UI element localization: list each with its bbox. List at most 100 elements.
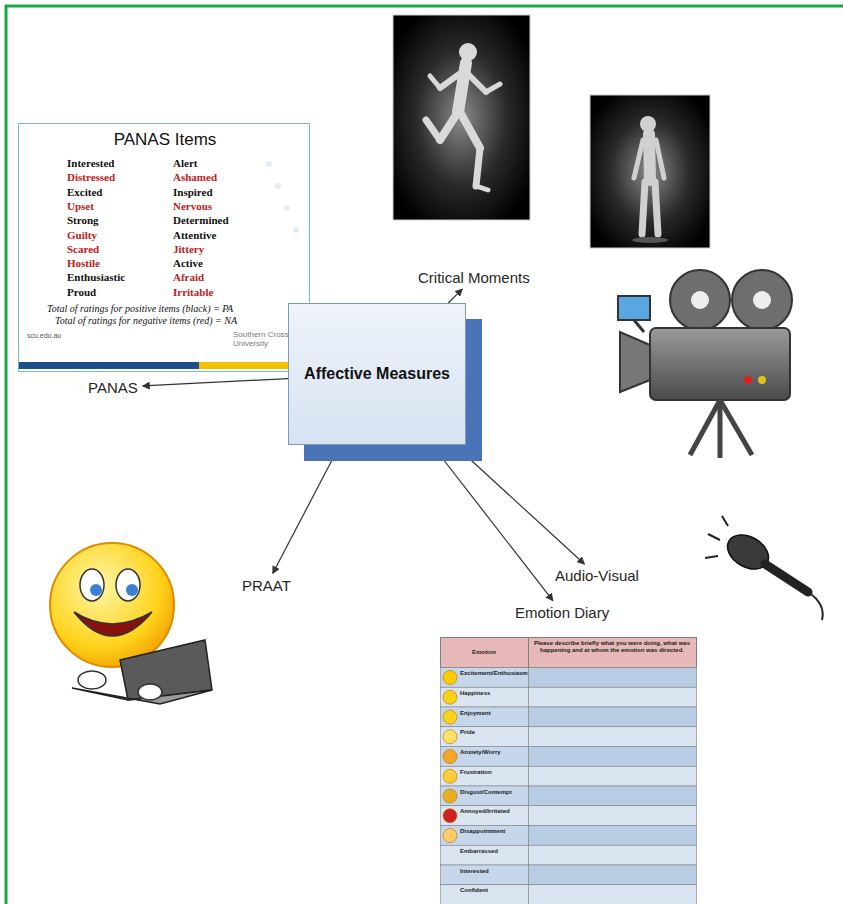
diary-cell <box>529 865 697 885</box>
slide-text: Excited <box>67 186 102 198</box>
running-mannequin-part-part <box>426 120 440 140</box>
standing-mannequin-part-part <box>656 140 664 178</box>
running-mannequin-part-part <box>440 112 458 140</box>
running-mannequin-part-part <box>466 72 486 92</box>
table-cell: Frustration <box>460 769 526 776</box>
slide-text: Irritable <box>173 286 213 298</box>
slide-stripe <box>19 362 199 369</box>
movie-camera-part <box>650 328 790 400</box>
movie-camera-part <box>744 376 752 384</box>
table-cell: Please describe briefly what you were do… <box>532 640 692 654</box>
running-mannequin-part-part <box>440 72 462 88</box>
standing-mannequin-part-part <box>634 140 643 178</box>
table-cell: Disappointment <box>460 828 526 835</box>
slide-text: Total of ratings for positive items (bla… <box>47 303 233 314</box>
node-label: PANAS <box>88 379 138 396</box>
measure-label: Audio-Visual <box>553 566 641 585</box>
slide-text: Ashamed <box>173 171 217 183</box>
diary-cell <box>441 687 529 707</box>
table-cell: Happiness <box>460 690 526 697</box>
microphone-part <box>765 564 808 592</box>
running-mannequin-part <box>393 15 530 220</box>
diary-cell <box>529 786 697 806</box>
node-label: PRAAT <box>242 577 291 594</box>
smiley-laptop-part <box>50 543 174 667</box>
emotion-icon <box>443 769 457 783</box>
measure-label: Critical Moments <box>416 268 532 287</box>
diary-cell <box>441 845 529 865</box>
slide-text: Afraid <box>173 271 204 283</box>
running-mannequin-part-part <box>476 148 480 186</box>
page-frame <box>5 5 843 904</box>
process-box: Affective Measures <box>288 303 466 445</box>
diary-cell <box>529 687 697 707</box>
standing-mannequin-part <box>590 95 710 248</box>
movie-camera-part <box>618 296 650 320</box>
diary-cell <box>441 727 529 747</box>
movie-camera-part <box>634 320 644 332</box>
slide-text: Hostile <box>67 257 100 269</box>
table-cell: Emotion <box>444 649 524 656</box>
running-mannequin <box>393 15 530 220</box>
node-label: Critical Moments <box>418 269 530 286</box>
movie-camera-part <box>758 376 766 384</box>
slide-text: Proud <box>67 286 96 298</box>
emotion-icon <box>443 730 457 744</box>
slide-text: Enthusiastic <box>67 271 125 283</box>
microphone-part <box>705 556 718 558</box>
diary-cell <box>441 766 529 786</box>
microphone-part <box>722 516 728 526</box>
movie-camera-part <box>690 400 720 455</box>
diary-cell <box>441 668 529 688</box>
standing-mannequin-part-part <box>649 134 650 180</box>
movie-camera-part <box>720 400 752 455</box>
diary-cell <box>441 806 529 826</box>
smiley-laptop-part <box>126 584 138 596</box>
slide-text: Alert <box>173 157 197 169</box>
diary-cell <box>529 707 697 727</box>
diary-cell <box>529 747 697 767</box>
diary-divider <box>528 637 529 668</box>
slide-text: Attentive <box>173 229 216 241</box>
slide-text: Determined <box>173 214 229 226</box>
emotion-icon <box>443 671 457 685</box>
slide-star <box>284 205 290 211</box>
slide-text: Active <box>173 257 203 269</box>
standing-mannequin <box>590 95 710 248</box>
smiley-laptop-part <box>138 684 162 700</box>
smiley-laptop-part <box>116 569 140 601</box>
diary-cell <box>529 885 697 904</box>
smiley-laptop-part <box>78 671 106 689</box>
measure-label: Emotion Diary <box>513 603 611 622</box>
diary-cell <box>441 747 529 767</box>
node-label: Affective Measures <box>294 365 460 383</box>
standing-mannequin-part <box>632 116 668 243</box>
slide-star <box>266 161 272 167</box>
connector-arrow <box>432 445 553 601</box>
slide-text: Guilty <box>67 229 97 241</box>
table-cell: Disgust/Contempt <box>460 789 526 796</box>
movie-camera-part <box>691 291 709 309</box>
node-label: Audio-Visual <box>555 567 639 584</box>
diary-cell <box>529 668 697 688</box>
running-mannequin-part-part <box>460 112 480 148</box>
smiley-laptop <box>50 543 212 704</box>
diary-cell <box>441 865 529 885</box>
running-mannequin-part-part <box>476 186 488 190</box>
slide-text: Strong <box>67 214 99 226</box>
table-cell: Pride <box>460 729 526 736</box>
table-cell: Annoyed/Irritated <box>460 808 526 815</box>
table-cell: Confident <box>460 887 526 894</box>
slide-text: Inspired <box>173 186 213 198</box>
slide-text: scu.edu.au <box>27 332 61 339</box>
movie-camera-part <box>732 270 792 330</box>
page-frame-part <box>5 5 843 8</box>
emotion-icon <box>443 710 457 724</box>
smiley-laptop-part <box>74 612 152 636</box>
slide-text: Total of ratings for negative items (red… <box>55 315 237 326</box>
slide-text: Nervous <box>173 200 212 212</box>
connector-arrow <box>273 445 340 573</box>
diary-cell <box>441 707 529 727</box>
emotion-icon <box>443 829 457 843</box>
table-cell: Embarrassed <box>460 848 526 855</box>
